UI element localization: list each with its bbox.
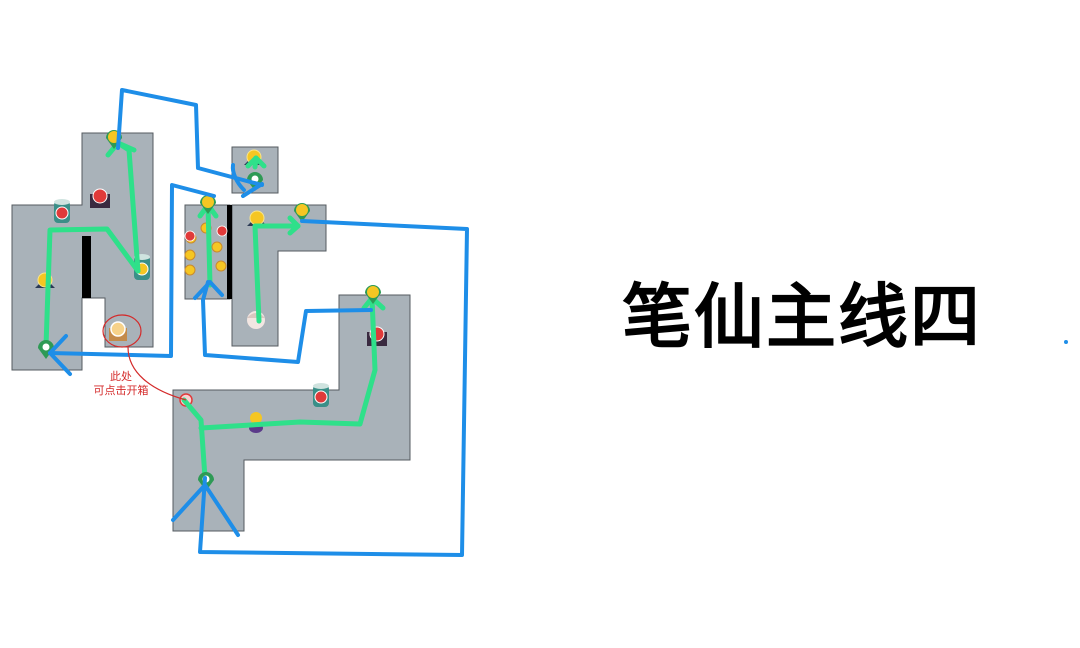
- page-title: 笔仙主线四: [622, 276, 982, 358]
- room-e: [172, 294, 411, 532]
- stray-dot: [1064, 340, 1068, 344]
- coin-icon: [211, 241, 223, 253]
- green-route-segment: [115, 140, 137, 153]
- green-route-segment: [181, 397, 208, 481]
- annotation-marks: [102, 314, 187, 401]
- map-rooms: [11, 132, 411, 532]
- green-route-segment: [253, 155, 267, 169]
- enemy-barrel-icon: [313, 383, 329, 407]
- blue-route-segment: [198, 219, 469, 557]
- blue-route-segment: [171, 483, 240, 537]
- coin-icon: [184, 249, 196, 261]
- coin-icon: [184, 264, 196, 276]
- blue-route-segment: [201, 280, 373, 364]
- blue-route-segment: [116, 88, 264, 187]
- pin-start-a: [38, 340, 54, 359]
- enemy-chest-icon: [90, 188, 110, 208]
- pin-coin-b-top: [200, 195, 216, 214]
- pin-coin-d-right: [294, 203, 310, 222]
- blue-route-segment: [241, 182, 264, 198]
- annotation-circle: [102, 314, 142, 348]
- green-route-segment: [252, 215, 301, 324]
- enemy-barrel-icon: [54, 199, 70, 223]
- blue-route-segment: [48, 351, 72, 376]
- wall: [227, 205, 232, 299]
- green-route-segment: [287, 223, 301, 236]
- green-route-segment: [43, 226, 141, 349]
- map-icons: [35, 149, 387, 433]
- annotation-line-1: 此处: [110, 370, 132, 383]
- coin-icon: [215, 260, 227, 272]
- enemy-icon: [216, 225, 228, 237]
- blue-route-segment: [193, 280, 224, 300]
- blue-route: [48, 88, 469, 557]
- green-route: [43, 140, 386, 481]
- annotation-pointer-line: [127, 346, 187, 401]
- blue-route-segment: [230, 163, 246, 192]
- green-route-segment: [198, 295, 378, 431]
- pin-coin-e-top: [365, 285, 381, 304]
- map-walls: [82, 205, 232, 299]
- blue-route-segment: [48, 334, 68, 355]
- wall: [82, 236, 91, 298]
- character-portrait-icon: [247, 311, 265, 329]
- annotation-line-2: 可点击开箱: [93, 384, 149, 397]
- annotation-text: 此处 可点击开箱: [86, 370, 156, 398]
- blue-route-segment: [48, 183, 216, 358]
- treasure-box-icon: [109, 321, 127, 341]
- enemy-icon: [184, 230, 196, 242]
